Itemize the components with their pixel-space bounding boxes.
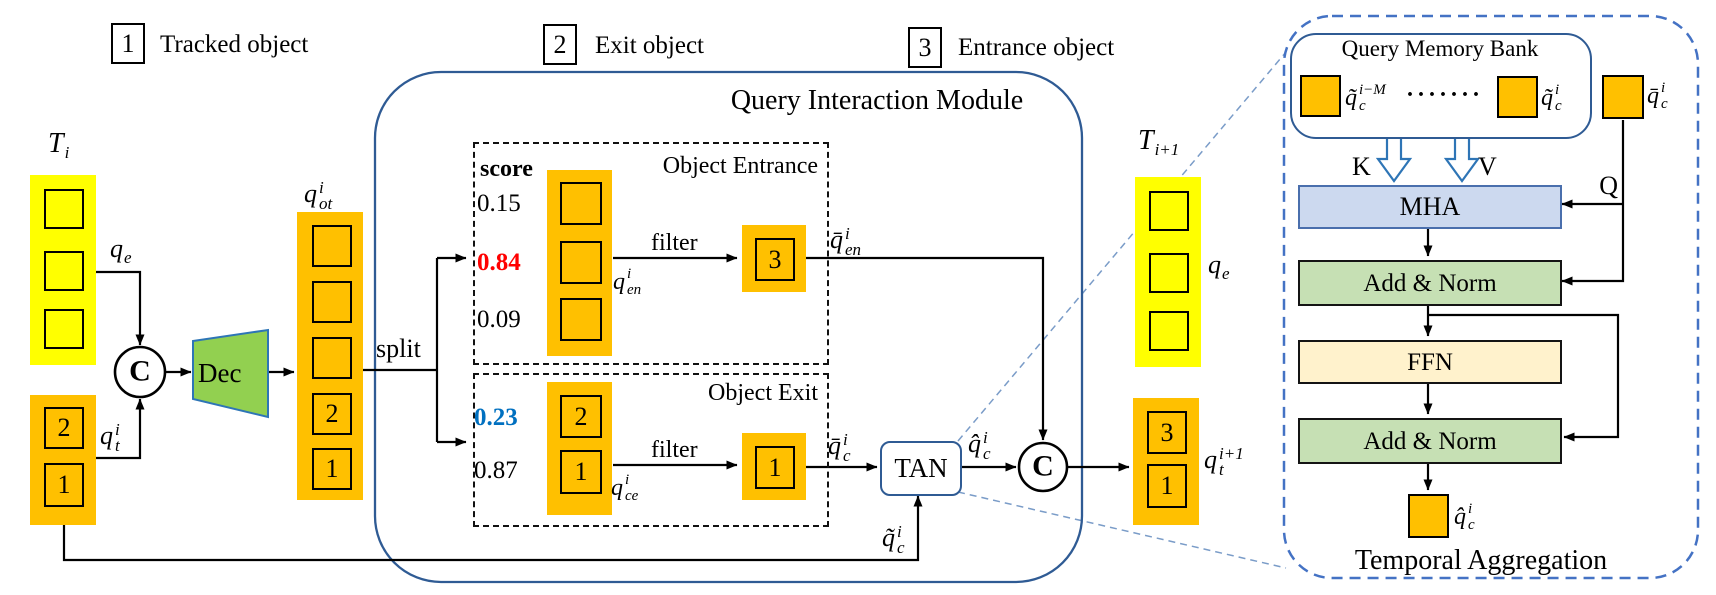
aggregated-query-box: [1408, 494, 1449, 538]
detect-query-box: [44, 251, 84, 291]
exit-query-box-2: 2: [560, 395, 602, 438]
track-query-box-1: 1: [1147, 464, 1187, 508]
entrance-query-box: [560, 241, 602, 284]
track-query-box-2: 2: [44, 407, 84, 449]
q-label: Q: [1599, 171, 1618, 200]
qot-box: [312, 225, 352, 267]
score-entrance-3: 0.09: [477, 306, 521, 333]
query-memory-bank-title: Query Memory Bank: [1341, 36, 1539, 61]
concat-letter-1: C: [129, 354, 151, 388]
frame-ti-label: Ti: [48, 128, 70, 162]
split-label: split: [376, 334, 421, 363]
arrow-qt-to-concat: [96, 398, 145, 460]
score-header: score: [480, 156, 533, 182]
qot-box: [312, 281, 352, 323]
detect-query-box: [1149, 311, 1189, 351]
detect-query-box: [44, 189, 84, 229]
legend-box-2: 2: [543, 24, 577, 65]
tan-box: TAN: [880, 441, 962, 496]
arrow-qe-to-concat: [96, 270, 145, 346]
legend-box-1: 1: [111, 23, 145, 64]
decoder-label: Dec: [198, 358, 242, 388]
score-entrance-1: 0.15: [477, 190, 521, 217]
mha-box: MHA: [1298, 185, 1562, 229]
line-qtilde-feedback: [62, 495, 923, 562]
addnorm2-box: Add & Norm: [1298, 418, 1562, 464]
zoom-connector-bottom: [957, 491, 1287, 569]
line-qbar-en-to-concat2: [806, 256, 1048, 441]
legend-label-1: Tracked object: [160, 31, 309, 58]
decoder-trapezoid: [192, 328, 269, 419]
qim-border: [373, 70, 1084, 584]
detect-query-box: [44, 309, 84, 349]
legend-num-1: 1: [121, 28, 135, 58]
k-label: K: [1352, 152, 1371, 181]
track-query-box-3: 3: [1147, 411, 1187, 454]
legend-box-3: 3: [908, 27, 942, 68]
exit-result-box: 1: [755, 446, 795, 489]
object-exit-title: Object Exit: [708, 380, 818, 406]
track-query-box-1: 1: [44, 463, 84, 507]
legend-num-2: 2: [553, 29, 567, 59]
object-entrance-box: [473, 142, 829, 365]
memory-dots: ·······: [1406, 82, 1484, 108]
memory-query-box-old: [1300, 75, 1341, 117]
object-exit-box: [473, 373, 829, 527]
qot-box: [312, 337, 352, 379]
zoom-connector-top: [957, 51, 1287, 442]
legend-label-3: Entrance object: [958, 34, 1115, 61]
concat-letter-2: C: [1032, 449, 1054, 483]
entrance-query-box: [560, 182, 602, 225]
ffn-box: FFN: [1298, 340, 1562, 384]
block-arrow-v: [1443, 134, 1481, 183]
qbar-input-box: [1602, 75, 1644, 119]
qe-right-label: qe: [1208, 250, 1230, 283]
qe-left-label: qe: [110, 234, 132, 267]
concat-circle-2: [1017, 441, 1069, 493]
frame-ti1-label: Ti+1: [1138, 125, 1180, 159]
detect-query-box: [1149, 253, 1189, 293]
skip-connection-line: [1428, 313, 1620, 442]
score-entrance-2: 0.84: [477, 249, 521, 276]
concat-circle-1: [113, 345, 167, 399]
memory-query-box-new: [1497, 76, 1538, 118]
block-arrow-k: [1375, 134, 1413, 183]
legend-label-2: Exit object: [595, 32, 704, 59]
score-exit-1: 0.23: [474, 404, 518, 431]
exit-query-box-1: 1: [560, 450, 602, 494]
object-entrance-title: Object Entrance: [662, 153, 818, 179]
addnorm1-box: Add & Norm: [1298, 260, 1562, 306]
qot-box-2: 2: [312, 393, 352, 435]
detect-query-box: [1149, 191, 1189, 231]
qot-box-1: 1: [312, 448, 352, 490]
filter-entrance-label: filter: [651, 230, 698, 256]
entrance-query-box: [560, 298, 602, 341]
entrance-result-box: 3: [755, 238, 795, 281]
filter-exit-label: filter: [651, 437, 698, 463]
legend-num-3: 3: [918, 32, 932, 62]
qim-title: Query Interaction Module: [730, 85, 1024, 116]
v-label: V: [1478, 152, 1497, 181]
line-q-to-addnorm1: [1561, 120, 1625, 286]
score-exit-2: 0.87: [474, 457, 518, 484]
temporal-aggregation-caption: Temporal Aggregation: [1354, 545, 1608, 576]
